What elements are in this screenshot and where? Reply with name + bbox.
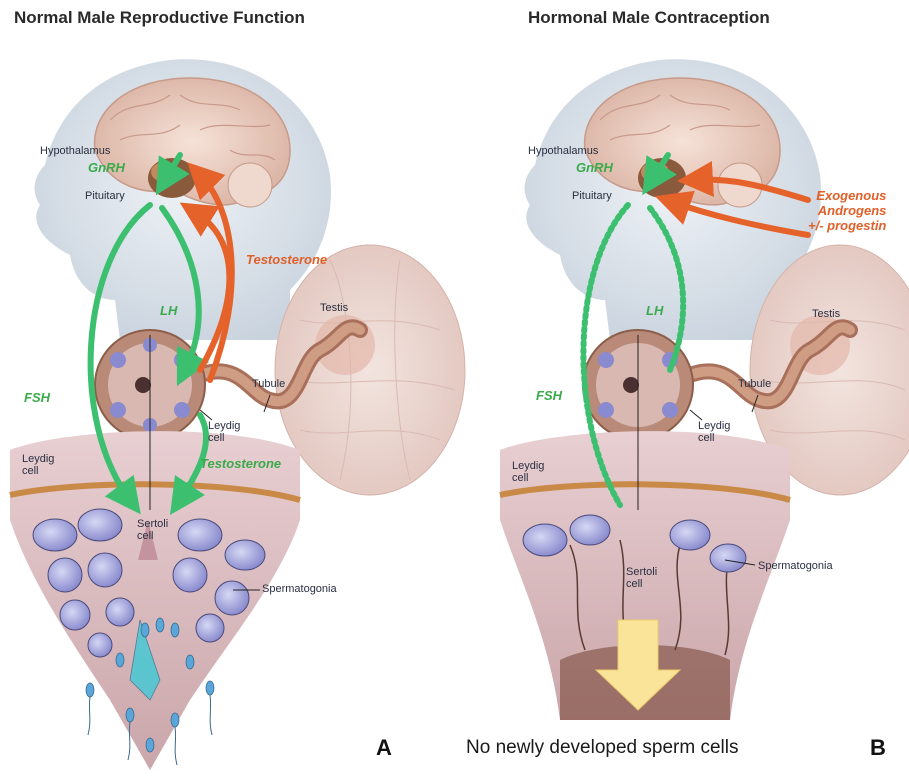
label-testosterone-feedback-a: Testosterone	[246, 254, 327, 266]
panel-b-title: Hormonal Male Contraception	[528, 8, 770, 28]
label-testis-b: Testis	[812, 308, 840, 320]
cerebellum-a	[228, 163, 272, 207]
label-gnrh-b: GnRH	[576, 162, 613, 174]
label-hypothalamus-a: Hypothalamus	[40, 145, 110, 157]
label-leydig-cell-small-a: Leydig cell	[208, 420, 240, 444]
label-tubule-b: Tubule	[738, 378, 771, 390]
label-leydig-cell-b: Leydig cell	[512, 460, 544, 484]
label-sertoli-cell-b: Sertoli cell	[626, 566, 657, 590]
label-fsh-b: FSH	[536, 390, 562, 402]
panel-a-letter: A	[376, 735, 392, 761]
panel-a-illustration	[10, 59, 465, 770]
label-testosterone-local-a: Testosterone	[200, 458, 281, 470]
label-lh-a: LH	[160, 305, 177, 317]
label-exogenous-androgens: Exogenous Androgens +/- progestin	[808, 188, 886, 233]
panel-a-title: Normal Male Reproductive Function	[14, 8, 305, 28]
label-pituitary-b: Pituitary	[572, 190, 612, 202]
label-pituitary-a: Pituitary	[85, 190, 125, 202]
label-testis-a: Testis	[320, 302, 348, 314]
label-spermatogonia-b: Spermatogonia	[758, 560, 833, 572]
label-hypothalamus-b: Hypothalamus	[528, 145, 598, 157]
label-leydig-cell-small-b: Leydig cell	[698, 420, 730, 444]
label-tubule-a: Tubule	[252, 378, 285, 390]
panel-b-letter: B	[870, 735, 886, 761]
label-spermatogonia-a: Spermatogonia	[262, 583, 337, 595]
caption-no-sperm: No newly developed sperm cells	[466, 737, 738, 759]
label-lh-b: LH	[646, 305, 663, 317]
label-fsh-a: FSH	[24, 392, 50, 404]
label-sertoli-cell-a: Sertoli cell	[137, 518, 168, 542]
label-gnrh-a: GnRH	[88, 162, 125, 174]
label-leydig-cell-a: Leydig cell	[22, 453, 54, 477]
